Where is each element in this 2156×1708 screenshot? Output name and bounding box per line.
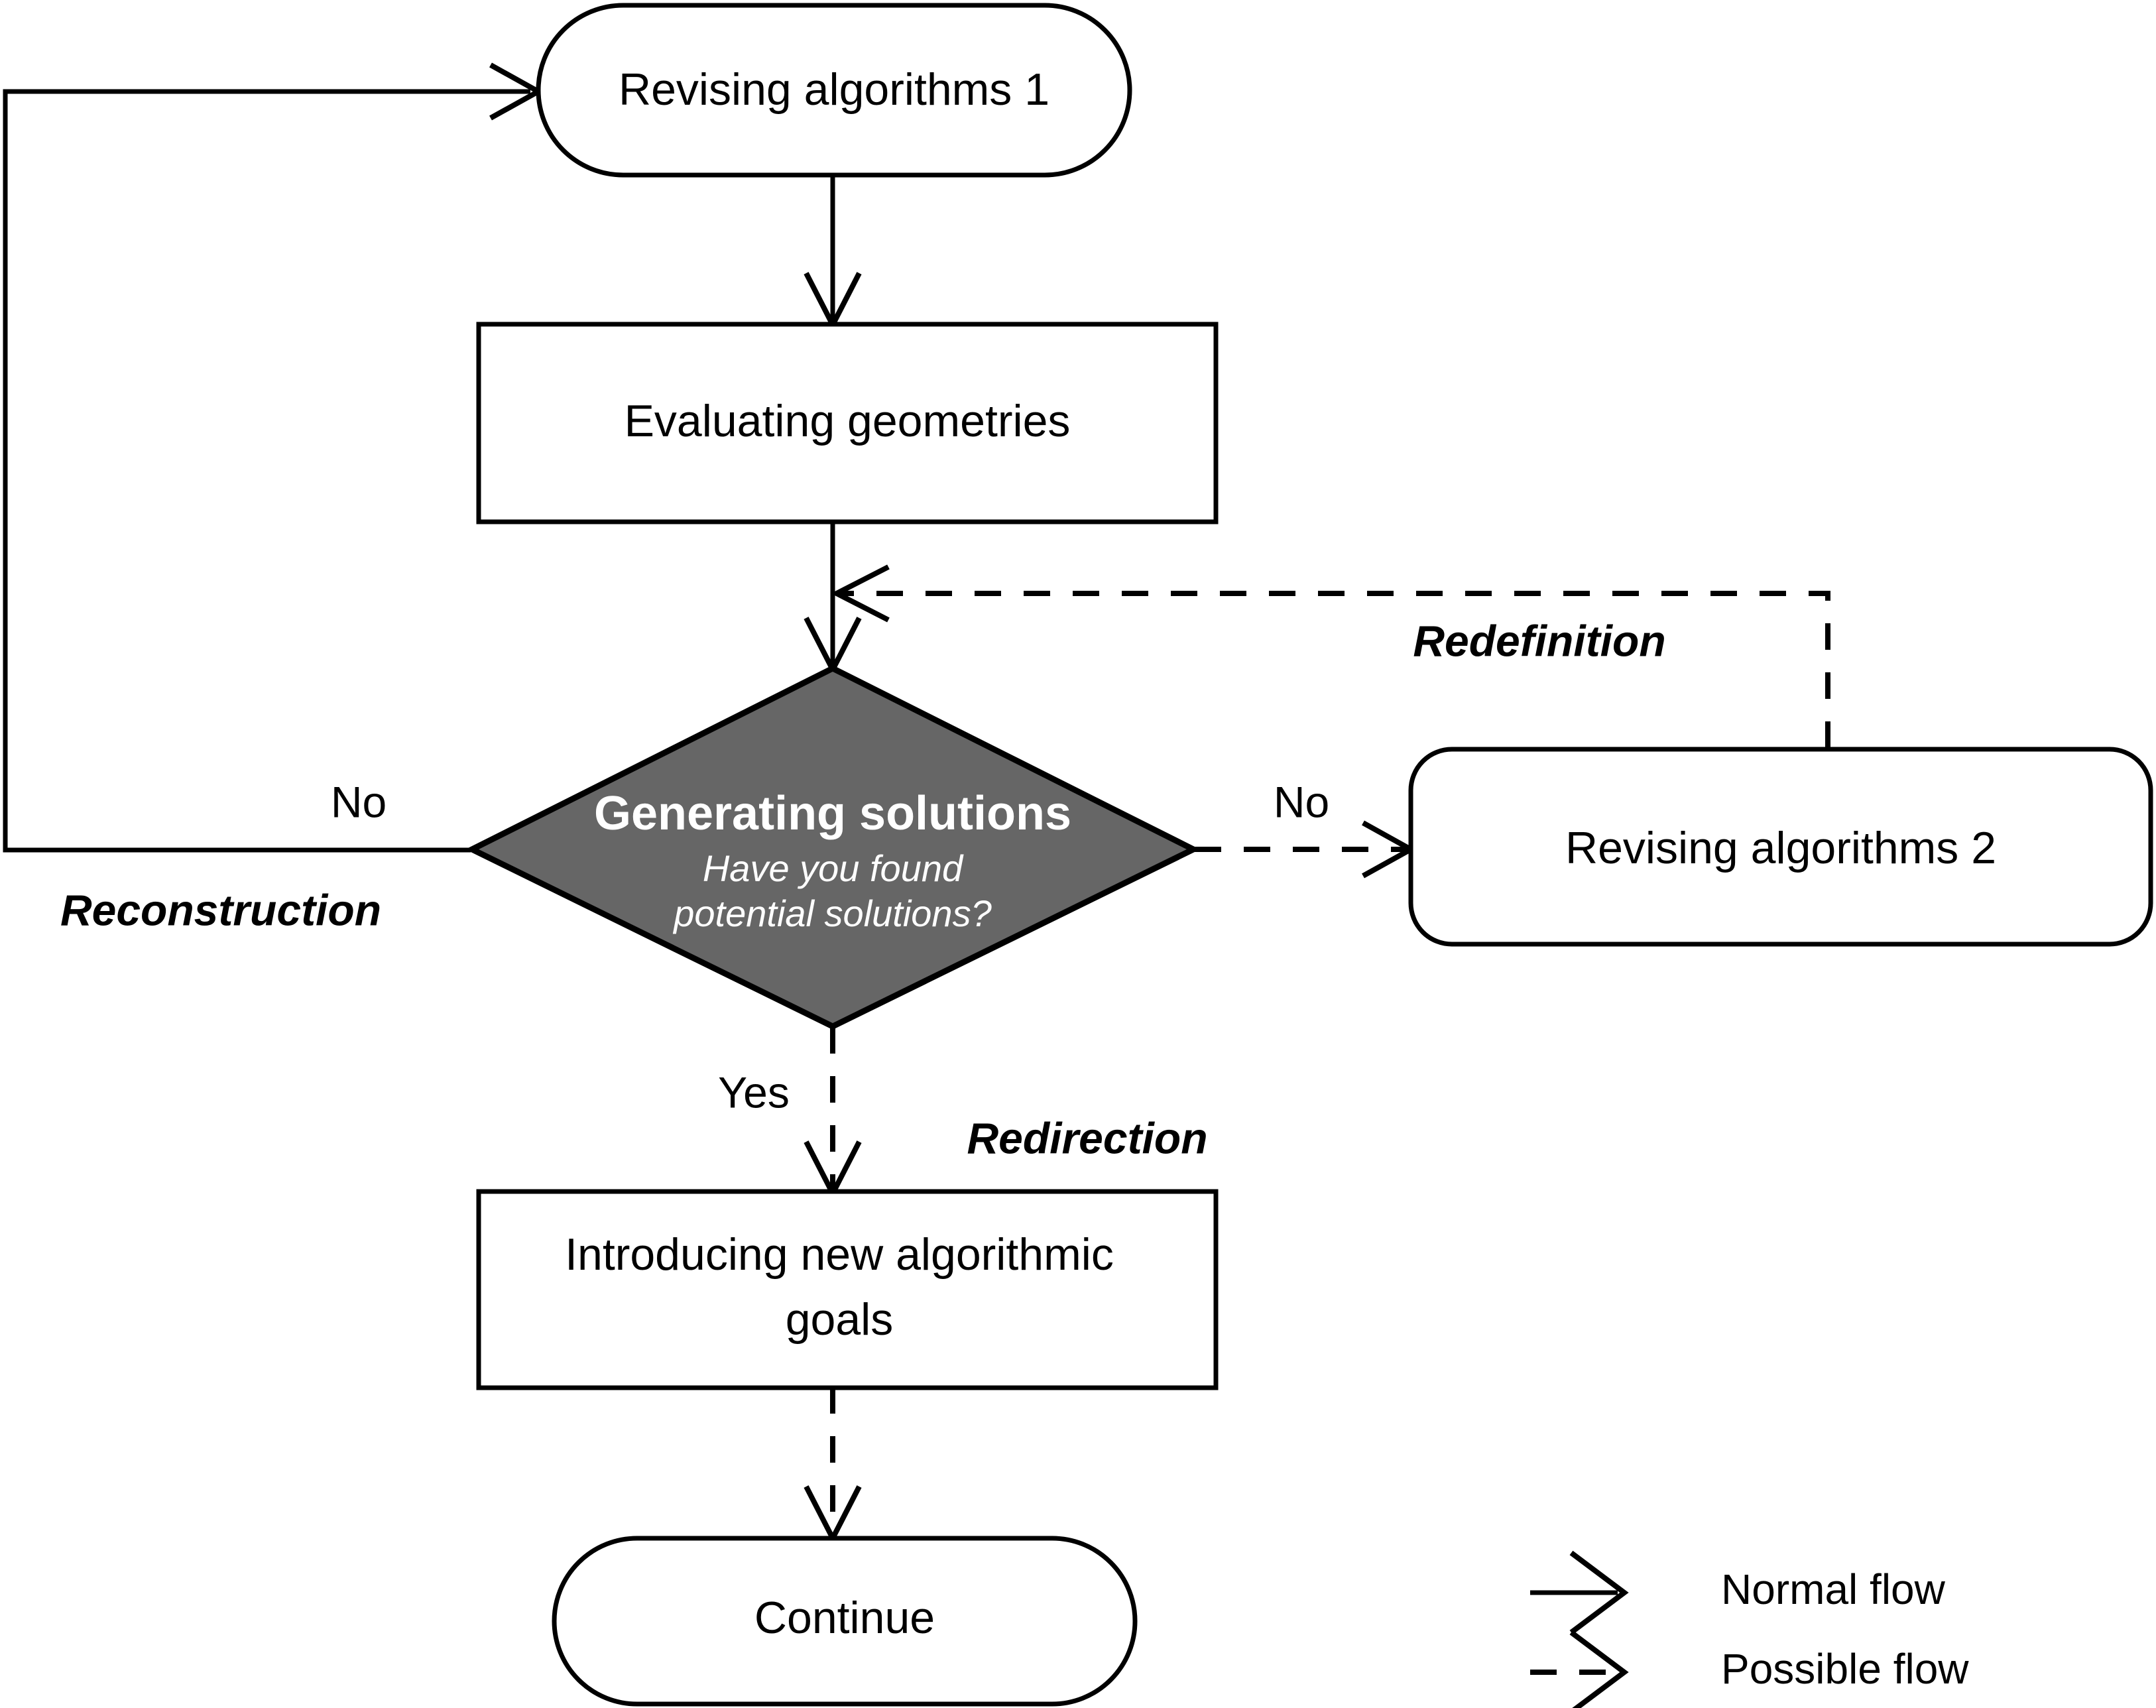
phase-label-redirection: Redirection: [967, 1113, 1207, 1162]
node-evaluating-geometries[interactable]: Evaluating geometries: [476, 322, 1219, 524]
node-revising-algorithms-2-label: Revising algorithms 2: [1565, 823, 1996, 873]
edge-reconstruction-loop: [3, 62, 544, 853]
edge-introducing-to-continue: [804, 1387, 862, 1544]
node-introducing-new-algorithmic-goals-label-line-2: goals: [786, 1294, 894, 1345]
edge-label-yes-down: Yes: [718, 1068, 790, 1117]
phase-label-reconstruction: Reconstruction: [60, 885, 381, 934]
node-revising-algorithms-2[interactable]: Revising algorithms 2: [1408, 747, 2153, 947]
phase-label-redefinition: Redefinition: [1413, 616, 1665, 665]
legend-label-possible-flow: Possible flow: [1721, 1645, 1969, 1693]
node-generating-solutions[interactable]: Generating solutions Have you found pote…: [465, 664, 1201, 1030]
edge-no-to-revising2: [1195, 820, 1417, 879]
legend-label-normal-flow: Normal flow: [1721, 1565, 1946, 1613]
node-revising-algorithms-1-label: Revising algorithms 1: [619, 64, 1049, 115]
node-generating-solutions-shape[interactable]: [465, 664, 1201, 1030]
node-continue-shape[interactable]: [552, 1536, 1138, 1707]
node-generating-solutions-question-line-2: potential solutions?: [672, 892, 991, 934]
node-revising-algorithms-2-shape[interactable]: [1408, 747, 2153, 947]
edge-redefinition-feedback: [831, 564, 1830, 748]
edge-revising1-to-evaluating: [804, 176, 862, 331]
edge-yes-to-introducing: [804, 1027, 862, 1199]
legend-item-possible-flow: Possible flow: [1530, 1630, 1969, 1708]
node-revising-algorithms-1-shape[interactable]: [536, 3, 1132, 178]
node-introducing-new-algorithmic-goals-label-line-1: Introducing new algorithmic: [565, 1229, 1114, 1280]
node-introducing-new-algorithmic-goals-shape[interactable]: [476, 1189, 1219, 1390]
node-evaluating-geometries-shape[interactable]: [476, 322, 1219, 524]
node-continue[interactable]: Continue: [552, 1536, 1138, 1707]
legend: Normal flow Possible flow: [1530, 1550, 1969, 1708]
edge-label-no-left: No: [331, 777, 387, 826]
node-continue-label: Continue: [754, 1593, 935, 1643]
edge-label-no-right: No: [1274, 777, 1329, 826]
legend-item-normal-flow: Normal flow: [1530, 1550, 1946, 1635]
node-evaluating-geometries-label: Evaluating geometries: [625, 396, 1071, 446]
node-revising-algorithms-1[interactable]: Revising algorithms 1: [536, 3, 1132, 178]
legend-dashed-arrowhead: [1569, 1630, 1629, 1708]
node-generating-solutions-question-line-1: Have you found: [703, 847, 964, 889]
node-generating-solutions-title: Generating solutions: [594, 787, 1071, 840]
legend-solid-arrowhead: [1569, 1550, 1629, 1635]
node-introducing-new-algorithmic-goals[interactable]: Introducing new algorithmic goals: [476, 1189, 1219, 1390]
